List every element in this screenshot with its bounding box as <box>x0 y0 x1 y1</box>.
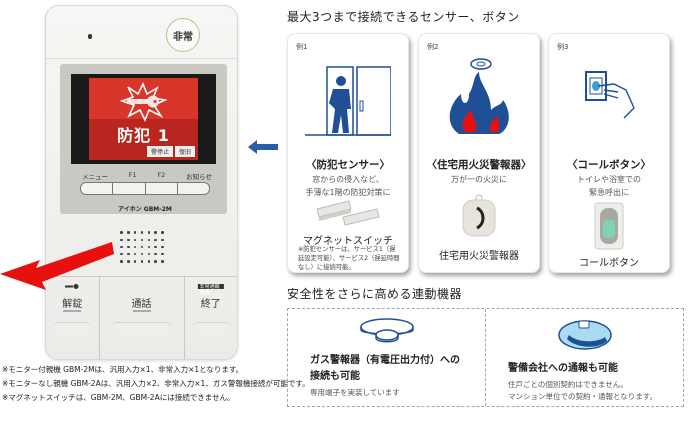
desc-line: トイレや浴室での <box>577 175 641 184</box>
fire-alarm-image <box>419 194 539 238</box>
gas-alarm-image <box>288 317 485 347</box>
linked-desc: 専用端子を実装しています <box>310 387 400 399</box>
fire-alarm-device-icon <box>462 194 496 237</box>
softkey-restore: 復旧 <box>174 146 195 157</box>
example-label: 例3 <box>557 43 569 51</box>
screen-title: 防犯 1 <box>117 126 170 145</box>
call-button-device-icon <box>594 202 624 250</box>
card-description: トイレや浴室での 緊急呼出に <box>549 173 669 199</box>
call-button-illustration <box>549 44 669 154</box>
end-badge: 非常通報取消 <box>197 284 224 296</box>
footnote: ※モニターなし親機 GBM-2Aは、汎用入力×2、非常入力×1、ガス警報機接続が… <box>2 379 310 388</box>
screen-softkeys: 警停止 復旧 <box>146 146 195 157</box>
camera-dot <box>88 34 92 39</box>
talk-indicator <box>132 310 151 312</box>
linked-gas-alarm: ガス警報器（有電圧出力付）への 接続も可能 専用端子を実装しています <box>288 309 486 406</box>
fn-label-f1: F1 <box>128 171 137 179</box>
unlock-indicator <box>63 310 82 312</box>
function-key-labels: メニュー F1 F2 お知らせ <box>82 171 212 181</box>
f1-button[interactable] <box>113 183 146 194</box>
linked-title: ガス警報器（有電圧出力付）への 接続も可能 <box>310 353 460 385</box>
fire-illustration <box>419 44 539 154</box>
alarm-key-burst-icon <box>119 82 167 122</box>
lcd-screen: 防犯 1 警停止 復旧 <box>71 74 216 164</box>
key-icon <box>65 284 79 289</box>
unlock-pad <box>53 322 92 334</box>
menu-button[interactable] <box>81 183 114 194</box>
card-fire-alarm: 例2 〈住宅用火災警報器〉 万が一の火災に 住宅用火災警報器 <box>418 33 540 273</box>
divider <box>46 58 237 59</box>
f2-button[interactable] <box>146 183 178 194</box>
desc-line: 緊急呼出に <box>589 188 629 197</box>
desc-line: 専用端子を実装しています <box>310 388 400 397</box>
unlock-label: 解錠 <box>62 299 83 310</box>
example-label: 例2 <box>427 43 439 51</box>
desc-line: 万が一の火災に <box>451 175 507 184</box>
card-call-button: 例3 〈コールボタン〉 トイレや浴室での 緊急呼出に コールボタン <box>548 33 670 273</box>
card-title: 〈防犯センサー〉 <box>306 159 390 171</box>
desc-line: マンション単位での契約・通報となります。 <box>508 392 658 401</box>
linked-desc: 住戸ごとの個別契約はできません。 マンション単位での契約・通報となります。 <box>508 379 657 403</box>
fn-label-notice: お知らせ <box>186 173 212 181</box>
speaker-grille <box>118 229 166 265</box>
gas-alarm-icon <box>359 318 414 343</box>
card-crime-sensor: 例1 〈防犯センサー〉 窓からの侵入など、 手薄な1階の防犯対策に マグネットス… <box>287 33 409 273</box>
security-cap-image <box>486 317 683 353</box>
talk-button[interactable]: 通話 <box>100 277 185 359</box>
red-pointer-arrow-icon <box>0 242 114 290</box>
desc-line: 窓からの侵入など、 <box>312 175 384 184</box>
footnote: ※マグネットスイッチは、GBM-2M、GBM-2Aには接続できません。 <box>2 393 235 402</box>
bottom-keys: 解錠 通話 非常通報取消 終了 <box>46 276 237 359</box>
product-name: 住宅用火災警報器 <box>439 251 519 262</box>
product-name: マグネットスイッチ <box>303 236 393 247</box>
sensors-section-title: 最大3つまで接続できるセンサー、ボタン <box>287 10 520 24</box>
magnet-switch-image <box>288 199 408 227</box>
talk-pad <box>111 322 172 334</box>
emergency-button[interactable]: 非常 <box>166 18 200 52</box>
notice-button[interactable] <box>178 183 209 194</box>
linked-title: 警備会社への通報も可能 <box>508 361 618 377</box>
desc-line: 住戸ごとの個別契約はできません。 <box>508 380 628 389</box>
left-arrow-icon <box>248 140 278 154</box>
desc-line: 手薄な1階の防犯対策に <box>305 188 391 197</box>
title-line: ガス警報器（有電圧出力付）への <box>310 355 460 366</box>
linked-security-company: 警備会社への通報も可能 住戸ごとの個別契約はできません。 マンション単位での契約… <box>486 309 683 406</box>
fn-label-menu: メニュー <box>82 173 108 181</box>
intruder-door-icon <box>305 66 391 136</box>
fire-smoke-detector-icon <box>449 58 509 134</box>
function-keys <box>80 182 210 195</box>
intruder-illustration <box>288 44 408 154</box>
alarm-screen: 防犯 1 警停止 復旧 <box>89 78 198 160</box>
unlock-button[interactable]: 解錠 <box>46 277 100 359</box>
fn-label-f2: F2 <box>157 171 166 179</box>
call-button-image <box>549 202 669 250</box>
brand-label: アイホン GBM-2M <box>118 206 172 213</box>
product-name: コールボタン <box>579 258 639 269</box>
linked-section-title: 安全性をさらに高める連動機器 <box>287 287 463 301</box>
talk-label: 通話 <box>131 299 152 310</box>
footnote: ※モニター付親機 GBM-2Mは、汎用入力×1、非常入力×1となります。 <box>2 365 244 374</box>
softkey-stop: 警停止 <box>146 146 173 157</box>
card-description: 窓からの侵入など、 手薄な1階の防犯対策に <box>288 173 408 199</box>
footnotes: ※モニター付親機 GBM-2Mは、汎用入力×1、非常入力×1となります。 ※モニ… <box>2 363 310 405</box>
card-title: 〈住宅用火災警報器〉 <box>426 159 532 171</box>
magnet-switch-icon <box>316 200 380 226</box>
intercom-monitor-unit: 非常 防犯 1 警停止 復旧 メニュー F1 F2 お知らせ <box>45 5 238 360</box>
display-panel: 防犯 1 警停止 復旧 メニュー F1 F2 お知らせ アイホン GBM-2M <box>60 64 227 214</box>
example-label: 例1 <box>296 43 308 51</box>
end-label: 終了 <box>200 299 221 310</box>
end-button[interactable]: 非常通報取消 終了 <box>185 277 238 359</box>
linked-devices-box: ガス警報器（有電圧出力付）への 接続も可能 専用端子を実装しています 警備会社へ… <box>287 308 684 407</box>
title-line: 接続も可能 <box>310 371 360 382</box>
hand-pressing-button-icon <box>585 71 635 119</box>
card-title: 〈コールボタン〉 <box>567 159 651 171</box>
end-pad <box>191 322 230 334</box>
security-guard-cap-icon <box>557 320 612 350</box>
card-note: ※防犯センサーは、サービス1（遅延設定可能）、サービス2（遅延時間なし）に接続可… <box>298 246 400 271</box>
title-line: 警備会社への通報も可能 <box>508 363 618 374</box>
card-description: 万が一の火災に <box>419 173 539 186</box>
